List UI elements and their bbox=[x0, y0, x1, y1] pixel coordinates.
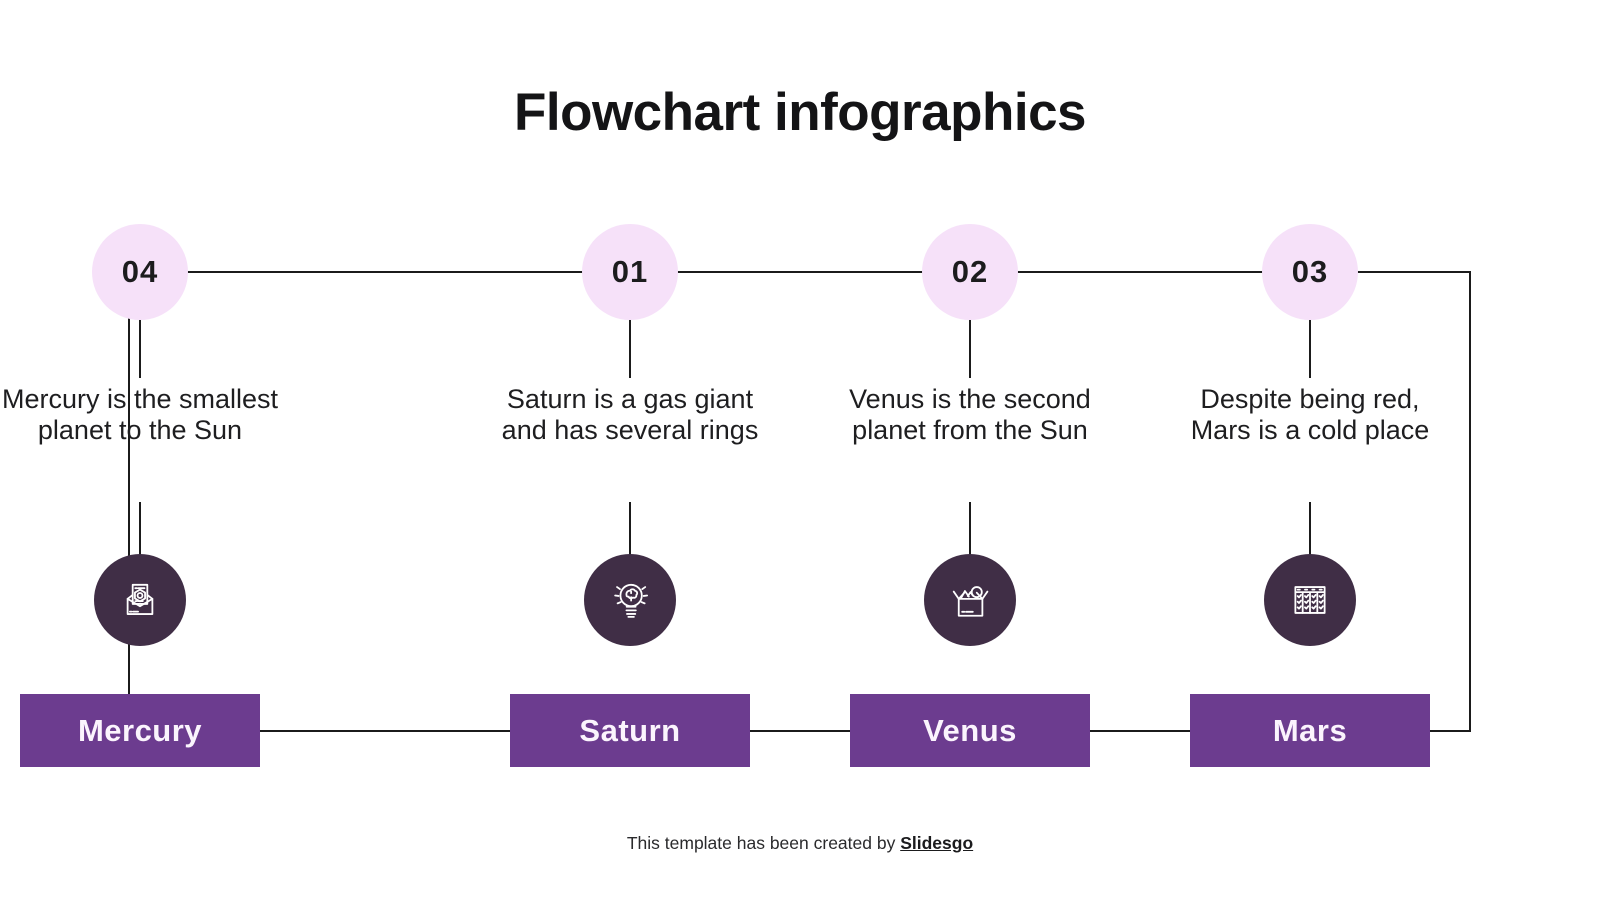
flow-step-venus: 02 Venus is the second planet from the S… bbox=[830, 224, 1110, 769]
open-box-icon bbox=[952, 586, 989, 617]
credits-line: This template has been created by Slides… bbox=[0, 833, 1600, 854]
step-icon-circle bbox=[584, 554, 676, 646]
page-title: Flowchart infographics bbox=[513, 83, 1087, 142]
step-label-venus: Venus bbox=[850, 694, 1090, 767]
slidesgo-link[interactable]: Slidesgo bbox=[900, 833, 974, 853]
flow-step-mars: 03 Despite being red, Mars is a cold pla… bbox=[1170, 224, 1450, 769]
envelope-gear-document-icon bbox=[126, 583, 154, 615]
step-number-badge: 02 bbox=[922, 224, 1018, 320]
step-number-badge: 04 bbox=[92, 224, 188, 320]
step-label-saturn: Saturn bbox=[510, 694, 750, 767]
step-description: Saturn is a gas giant and has several ri… bbox=[501, 384, 759, 445]
step-icon-circle bbox=[924, 554, 1016, 646]
connector-line-vertical bbox=[1309, 320, 1311, 378]
connector-line-vertical bbox=[139, 502, 141, 555]
connector-line-vertical bbox=[629, 320, 631, 378]
step-description: Despite being red, Mars is a cold place bbox=[1190, 384, 1430, 445]
connector-frame bbox=[128, 271, 1471, 732]
step-description: Venus is the second planet from the Sun bbox=[849, 384, 1091, 445]
idea-lightbulb-icon bbox=[614, 583, 648, 618]
connector-line-vertical bbox=[139, 320, 141, 378]
step-icon-circle bbox=[94, 554, 186, 646]
step-label-mercury: Mercury bbox=[20, 694, 260, 767]
flow-step-mercury: 04 Mercury is the smallest planet to the… bbox=[0, 224, 280, 769]
checklist-table-icon bbox=[1294, 586, 1326, 614]
step-icon-circle bbox=[1264, 554, 1356, 646]
step-number-badge: 03 bbox=[1262, 224, 1358, 320]
connector-line-vertical bbox=[969, 502, 971, 555]
step-label-mars: Mars bbox=[1190, 694, 1430, 767]
connector-line-vertical bbox=[969, 320, 971, 378]
step-description: Mercury is the smallest planet to the Su… bbox=[1, 384, 279, 445]
credits-text: This template has been created by bbox=[626, 833, 901, 853]
connector-line-vertical bbox=[1309, 502, 1311, 555]
flow-step-saturn: 01 Saturn is a gas giant and has several… bbox=[490, 224, 770, 769]
step-number-badge: 01 bbox=[582, 224, 678, 320]
connector-line-vertical bbox=[629, 502, 631, 555]
